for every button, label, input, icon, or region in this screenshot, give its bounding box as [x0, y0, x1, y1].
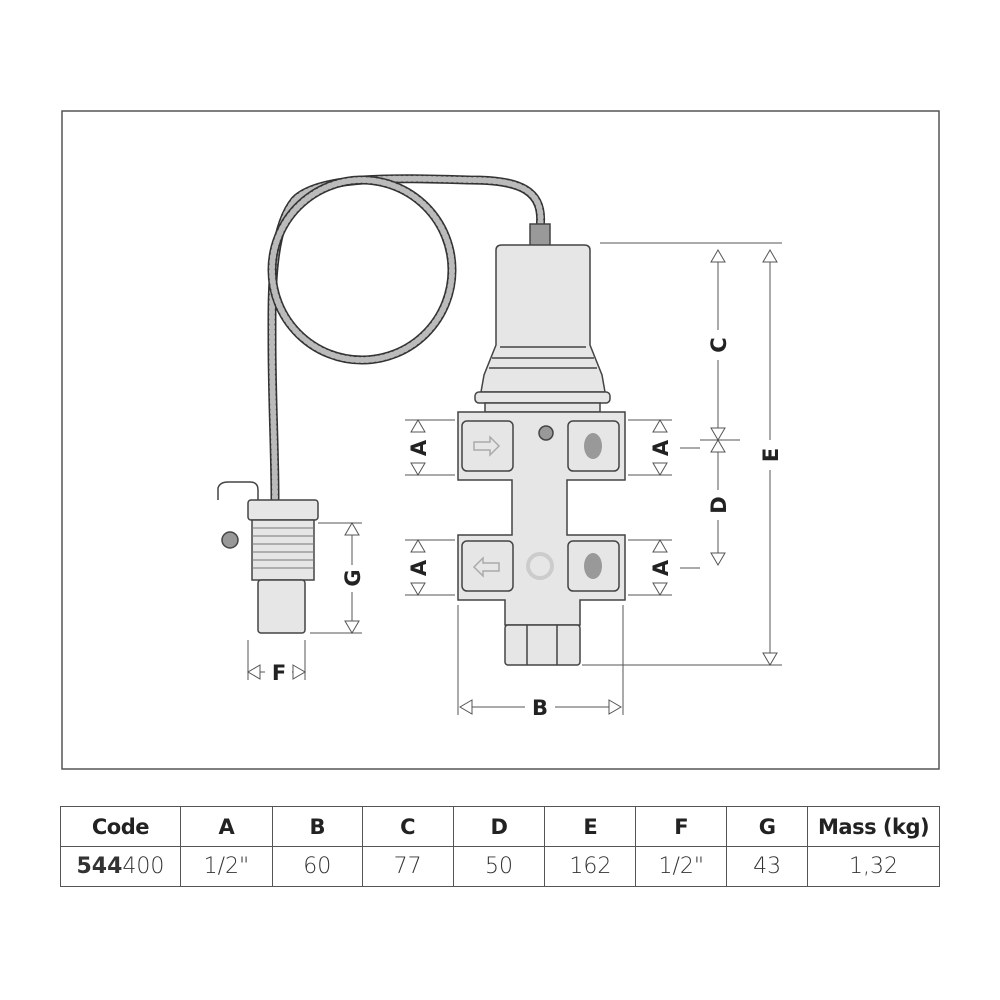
header-d: D — [452, 806, 546, 847]
table-header-row: Code A B C D E F G Mass (kg) — [60, 806, 940, 847]
dim-label-a: A — [649, 439, 673, 456]
header-a: A — [179, 806, 273, 847]
valve-body — [457, 223, 626, 666]
dim-label-g: G — [341, 569, 365, 586]
header-code: Code — [60, 806, 181, 847]
flow-in-arrow-icon — [473, 435, 501, 457]
cell-c: 77 — [361, 846, 454, 887]
cell-mass: 1,32 — [807, 846, 940, 887]
cell-a: 1/2" — [179, 846, 273, 887]
code-suffix: 400 — [122, 854, 165, 879]
dim-label-b: B — [532, 696, 548, 720]
cell-code: 544400 — [60, 846, 181, 887]
dim-label-d: D — [707, 496, 731, 513]
table-row: 544400 1/2" 60 77 50 162 1/2" 43 1,32 — [60, 846, 940, 887]
header-f: F — [635, 806, 728, 847]
temperature-sensor — [217, 481, 319, 634]
header-b: B — [271, 806, 363, 847]
dim-label-f: F — [272, 661, 286, 685]
dimension-labels: A A A A C D E G F B — [272, 337, 783, 720]
cell-e: 162 — [544, 846, 637, 887]
dim-label-a: A — [407, 559, 431, 576]
header-g: G — [726, 806, 809, 847]
brand-logo-icon — [526, 552, 554, 580]
seal-icon — [538, 425, 554, 441]
header-e: E — [544, 806, 637, 847]
dim-label-a: A — [407, 439, 431, 456]
cell-d: 50 — [452, 846, 546, 887]
header-c: C — [361, 806, 454, 847]
dim-label-a: A — [649, 559, 673, 576]
dimension-lines — [247, 242, 782, 715]
cell-g: 43 — [726, 846, 809, 887]
hot-symbol-icon — [584, 433, 602, 459]
dim-label-c: C — [707, 337, 731, 352]
header-mass: Mass (kg) — [807, 806, 940, 847]
code-prefix: 544 — [76, 854, 123, 879]
seal-icon — [221, 531, 239, 549]
dimensions-table: Code A B C D E F G Mass (kg) 544400 1/2"… — [60, 806, 940, 887]
capillary-tube — [267, 174, 546, 505]
cold-symbol-icon — [584, 553, 602, 579]
drawing-frame — [61, 110, 940, 770]
flow-out-arrow-icon — [472, 556, 500, 578]
cell-f: 1/2" — [635, 846, 728, 887]
cell-b: 60 — [271, 846, 363, 887]
dim-label-e: E — [759, 448, 783, 462]
